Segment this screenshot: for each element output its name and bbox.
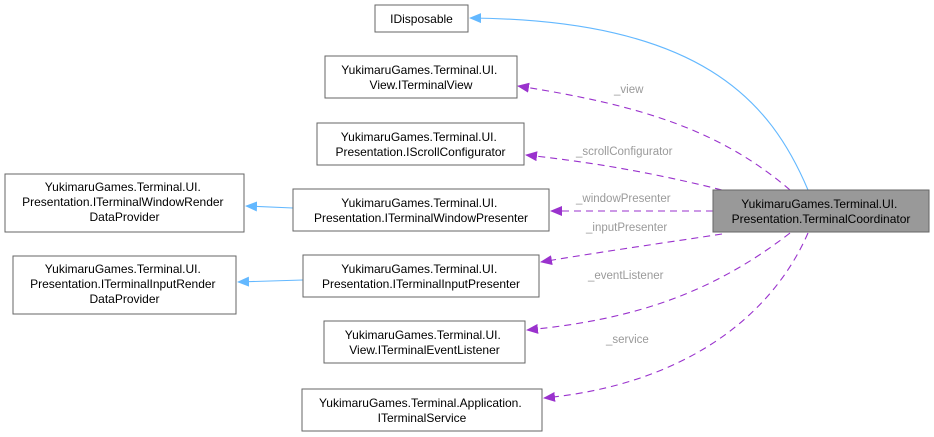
edge-label-event-listener: _eventListener — [587, 270, 664, 282]
node-label-line: YukimaruGames.Terminal.UI. — [341, 196, 497, 210]
node-iterminal-window-render-data-provider[interactable]: YukimaruGames.Terminal.UI. Presentation.… — [4, 173, 245, 233]
edge-label-input-presenter: _inputPresenter — [585, 222, 667, 234]
node-label-line: Presentation.ITerminalInputPresenter — [322, 277, 520, 291]
node-label-line: View.ITerminalView — [370, 78, 473, 92]
edge-focus-to-iterminal-input-presenter — [540, 233, 723, 266]
edge-label-scroll-configurator: _scrollConfigurator — [575, 146, 673, 158]
node-iterminal-input-presenter[interactable]: YukimaruGames.Terminal.UI. Presentation.… — [302, 254, 540, 298]
node-label-line: DataProvider — [89, 292, 159, 306]
svg-text:YukimaruGames.Terminal.UI.: YukimaruGames.Terminal.UI. View.ITermina… — [345, 328, 504, 357]
node-label-line: DataProvider — [89, 210, 159, 224]
node-iterminal-window-presenter[interactable]: YukimaruGames.Terminal.UI. Presentation.… — [292, 188, 550, 232]
node-label-line: Presentation.ITerminalInputRender — [30, 277, 215, 291]
node-label-line: View.ITerminalEventListener — [349, 343, 500, 357]
node-label-line: YukimaruGames.Terminal.UI. — [45, 180, 201, 194]
node-label-line: YukimaruGames.Terminal.UI. — [741, 197, 897, 211]
node-label-line: Presentation.TerminalCoordinator — [732, 212, 911, 226]
edge-focus-to-iterminal-service — [543, 232, 809, 402]
node-label-line: YukimaruGames.Terminal.UI. — [341, 130, 497, 144]
node-label-line: YukimaruGames.Terminal.UI. — [341, 262, 497, 276]
svg-text:YukimaruGames.Terminal.UI.: YukimaruGames.Terminal.UI. Presentation.… — [732, 197, 911, 226]
node-label-line: ITerminalService — [378, 411, 467, 425]
node-terminal-coordinator[interactable]: YukimaruGames.Terminal.UI. Presentation.… — [712, 189, 930, 233]
node-label-line: Presentation.ITerminalWindowPresenter — [314, 211, 528, 225]
node-label-line: YukimaruGames.Terminal.Application. — [319, 396, 522, 410]
edge-focus-to-idisposable — [469, 13, 809, 191]
svg-text:YukimaruGames.Terminal.UI.: YukimaruGames.Terminal.UI. Presentation.… — [322, 262, 520, 291]
edge-label-window-presenter: _windowPresenter — [575, 193, 671, 205]
svg-text:IDisposable: IDisposable — [390, 12, 453, 26]
edge-label-view: _view — [613, 84, 644, 96]
edge-window-presenter-to-window-render-data-provider — [245, 201, 294, 212]
edge-label-service: _service — [605, 334, 649, 346]
svg-text:YukimaruGames.Terminal.UI.: YukimaruGames.Terminal.UI. Presentation.… — [335, 130, 505, 159]
node-iscroll-configurator[interactable]: YukimaruGames.Terminal.UI. Presentation.… — [316, 122, 525, 166]
node-iterminal-event-listener[interactable]: YukimaruGames.Terminal.UI. View.ITermina… — [323, 320, 526, 364]
svg-text:YukimaruGames.Terminal.UI.: YukimaruGames.Terminal.UI. Presentation.… — [314, 196, 528, 225]
node-iterminal-view[interactable]: YukimaruGames.Terminal.UI. View.ITermina… — [324, 55, 518, 99]
svg-text:YukimaruGames.Terminal.UI.: YukimaruGames.Terminal.UI. View.ITermina… — [341, 63, 500, 92]
edge-focus-to-iterminal-view — [517, 82, 791, 191]
node-label-line: YukimaruGames.Terminal.UI. — [341, 63, 497, 77]
node-label-line: YukimaruGames.Terminal.UI. — [45, 262, 201, 276]
svg-text:YukimaruGames.Terminal.UI.: YukimaruGames.Terminal.UI. Presentation.… — [30, 262, 219, 306]
node-idisposable[interactable]: IDisposable — [374, 4, 469, 33]
edge-focus-to-iterminal-event-listener — [526, 232, 791, 334]
edge-input-presenter-to-input-render-data-provider — [237, 276, 304, 287]
node-label-line: Presentation.ITerminalWindowRender — [22, 195, 223, 209]
svg-text:YukimaruGames.Terminal.Applica: YukimaruGames.Terminal.Application. ITer… — [319, 396, 525, 425]
node-iterminal-input-render-data-provider[interactable]: YukimaruGames.Terminal.UI. Presentation.… — [12, 255, 237, 315]
node-label-line: IDisposable — [390, 12, 453, 26]
svg-text:YukimaruGames.Terminal.UI.: YukimaruGames.Terminal.UI. Presentation.… — [22, 180, 227, 224]
node-label-line: YukimaruGames.Terminal.UI. — [345, 328, 501, 342]
node-iterminal-service[interactable]: YukimaruGames.Terminal.Application. ITer… — [301, 388, 543, 432]
node-label-line: Presentation.IScrollConfigurator — [335, 145, 505, 159]
edge-focus-to-iscroll-configurator — [525, 151, 723, 191]
